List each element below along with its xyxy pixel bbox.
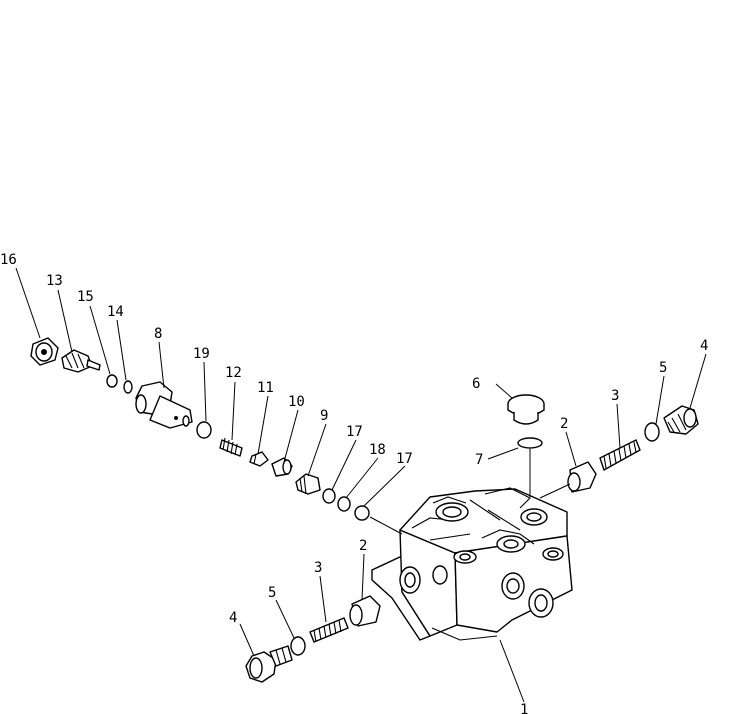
callout-3-right: 3 bbox=[611, 388, 619, 404]
part-2-spool-right bbox=[567, 461, 597, 493]
part-5-o-ring-bottom bbox=[290, 636, 306, 656]
part-5-o-ring-right bbox=[644, 422, 660, 442]
callout-4-bottom: 4 bbox=[229, 610, 237, 626]
part-7-o-ring bbox=[517, 437, 543, 449]
part-6-cap bbox=[507, 394, 545, 425]
callout-1: 1 bbox=[520, 702, 528, 714]
valve-body bbox=[371, 487, 573, 641]
callout-17-lower: 17 bbox=[396, 451, 413, 467]
callout-7: 7 bbox=[475, 452, 483, 468]
callout-12: 12 bbox=[225, 365, 242, 381]
part-15-o-ring bbox=[106, 374, 118, 388]
part-8-valve-housing bbox=[135, 381, 193, 429]
callout-6: 6 bbox=[472, 376, 480, 392]
callout-2-right: 2 bbox=[560, 416, 568, 432]
callout-13: 13 bbox=[46, 273, 63, 289]
part-17-o-ring-upper bbox=[322, 488, 336, 504]
part-3-spring-bottom bbox=[309, 617, 349, 643]
part-14-ring bbox=[123, 380, 133, 394]
callout-9: 9 bbox=[320, 408, 328, 424]
callout-2-bottom: 2 bbox=[359, 538, 367, 554]
callout-5-right: 5 bbox=[659, 360, 667, 376]
part-4-plug-bottom bbox=[245, 645, 293, 683]
callout-18: 18 bbox=[369, 442, 386, 458]
callout-5-bottom: 5 bbox=[268, 585, 276, 601]
part-3-spring-right bbox=[599, 439, 641, 471]
callout-4-right: 4 bbox=[700, 338, 708, 354]
callout-labels: 16 13 15 14 8 19 12 11 10 9 17 18 17 6 7… bbox=[0, 252, 708, 714]
leader-lines bbox=[15, 267, 707, 703]
callout-3-bottom: 3 bbox=[314, 560, 322, 576]
part-16-nut bbox=[30, 337, 59, 366]
part-11-poppet bbox=[249, 451, 269, 467]
callout-8: 8 bbox=[154, 326, 162, 342]
part-10-sleeve bbox=[271, 457, 293, 477]
callout-19: 19 bbox=[193, 346, 210, 362]
part-13-adjusting-screw bbox=[61, 349, 101, 373]
callout-14: 14 bbox=[107, 304, 124, 320]
part-12-spring bbox=[219, 437, 243, 457]
callout-11: 11 bbox=[257, 380, 274, 396]
part-4-plug-right bbox=[663, 405, 699, 435]
part-18-backup-ring bbox=[337, 496, 351, 512]
part-9-plug bbox=[295, 473, 321, 495]
callout-17-upper: 17 bbox=[346, 424, 363, 440]
part-2-spool-bottom bbox=[349, 595, 381, 627]
callout-16: 16 bbox=[0, 252, 17, 268]
part-17-o-ring-lower bbox=[354, 505, 370, 521]
callout-15: 15 bbox=[77, 289, 94, 305]
callout-10: 10 bbox=[288, 394, 305, 410]
part-19-o-ring bbox=[196, 421, 212, 439]
